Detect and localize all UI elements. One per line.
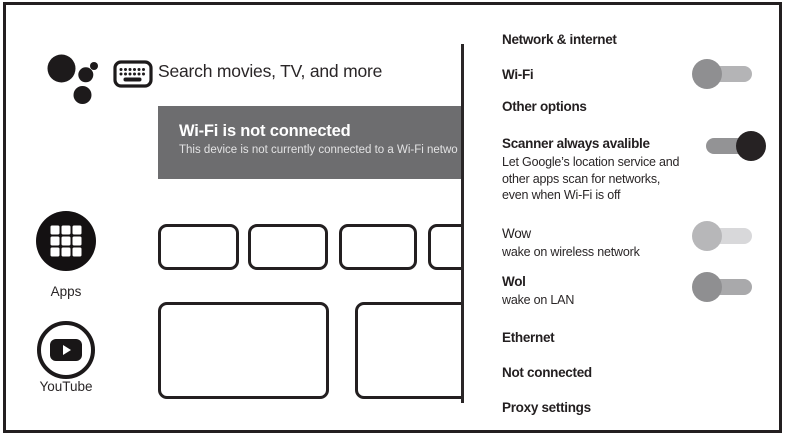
setting-wol[interactable]: Wol wake on LAN xyxy=(502,274,575,307)
setting-other-options[interactable]: Other options xyxy=(502,99,587,114)
content-card[interactable] xyxy=(158,302,329,399)
wow-description: wake on wireless network xyxy=(502,245,640,259)
banner-subtitle: This device is not currently connected t… xyxy=(179,144,458,156)
youtube-button[interactable] xyxy=(37,321,95,379)
panel-title: Network & internet xyxy=(502,32,617,47)
wifi-notification-banner: Wi-Fi is not connected This device is no… xyxy=(158,106,465,179)
panel-divider xyxy=(461,44,464,403)
wol-toggle[interactable] xyxy=(692,271,766,303)
banner-title: Wi-Fi is not connected xyxy=(179,122,351,140)
network-settings-panel: Network & internet Wi-Fi Other options S… xyxy=(464,5,776,430)
app-tile[interactable] xyxy=(158,224,239,270)
setting-not-connected[interactable]: Not connected xyxy=(502,365,592,380)
youtube-play-icon xyxy=(50,339,82,361)
youtube-label: YouTube xyxy=(39,379,93,394)
setting-scanner-always-available[interactable]: Scanner always avalible Let Google’s loc… xyxy=(502,136,680,202)
app-tile[interactable] xyxy=(248,224,328,270)
app-tile[interactable] xyxy=(339,224,417,270)
google-assistant-icon[interactable] xyxy=(44,49,104,109)
setting-wifi[interactable]: Wi-Fi xyxy=(502,67,534,82)
setting-ethernet[interactable]: Ethernet xyxy=(502,330,555,345)
setting-proxy-settings[interactable]: Proxy settings xyxy=(502,400,591,415)
wifi-toggle[interactable] xyxy=(692,58,766,90)
wol-description: wake on LAN xyxy=(502,293,575,307)
setting-wow[interactable]: Wow wake on wireless network xyxy=(502,226,640,259)
apps-button[interactable] xyxy=(36,211,96,271)
search-input[interactable]: Search movies, TV, and more xyxy=(158,61,383,81)
keyboard-icon[interactable] xyxy=(113,60,153,88)
apps-label: Apps xyxy=(50,284,82,299)
scanner-toggle[interactable] xyxy=(692,130,766,162)
wow-toggle[interactable] xyxy=(692,220,766,252)
scanner-description: Let Google’s location service and other … xyxy=(502,155,680,202)
